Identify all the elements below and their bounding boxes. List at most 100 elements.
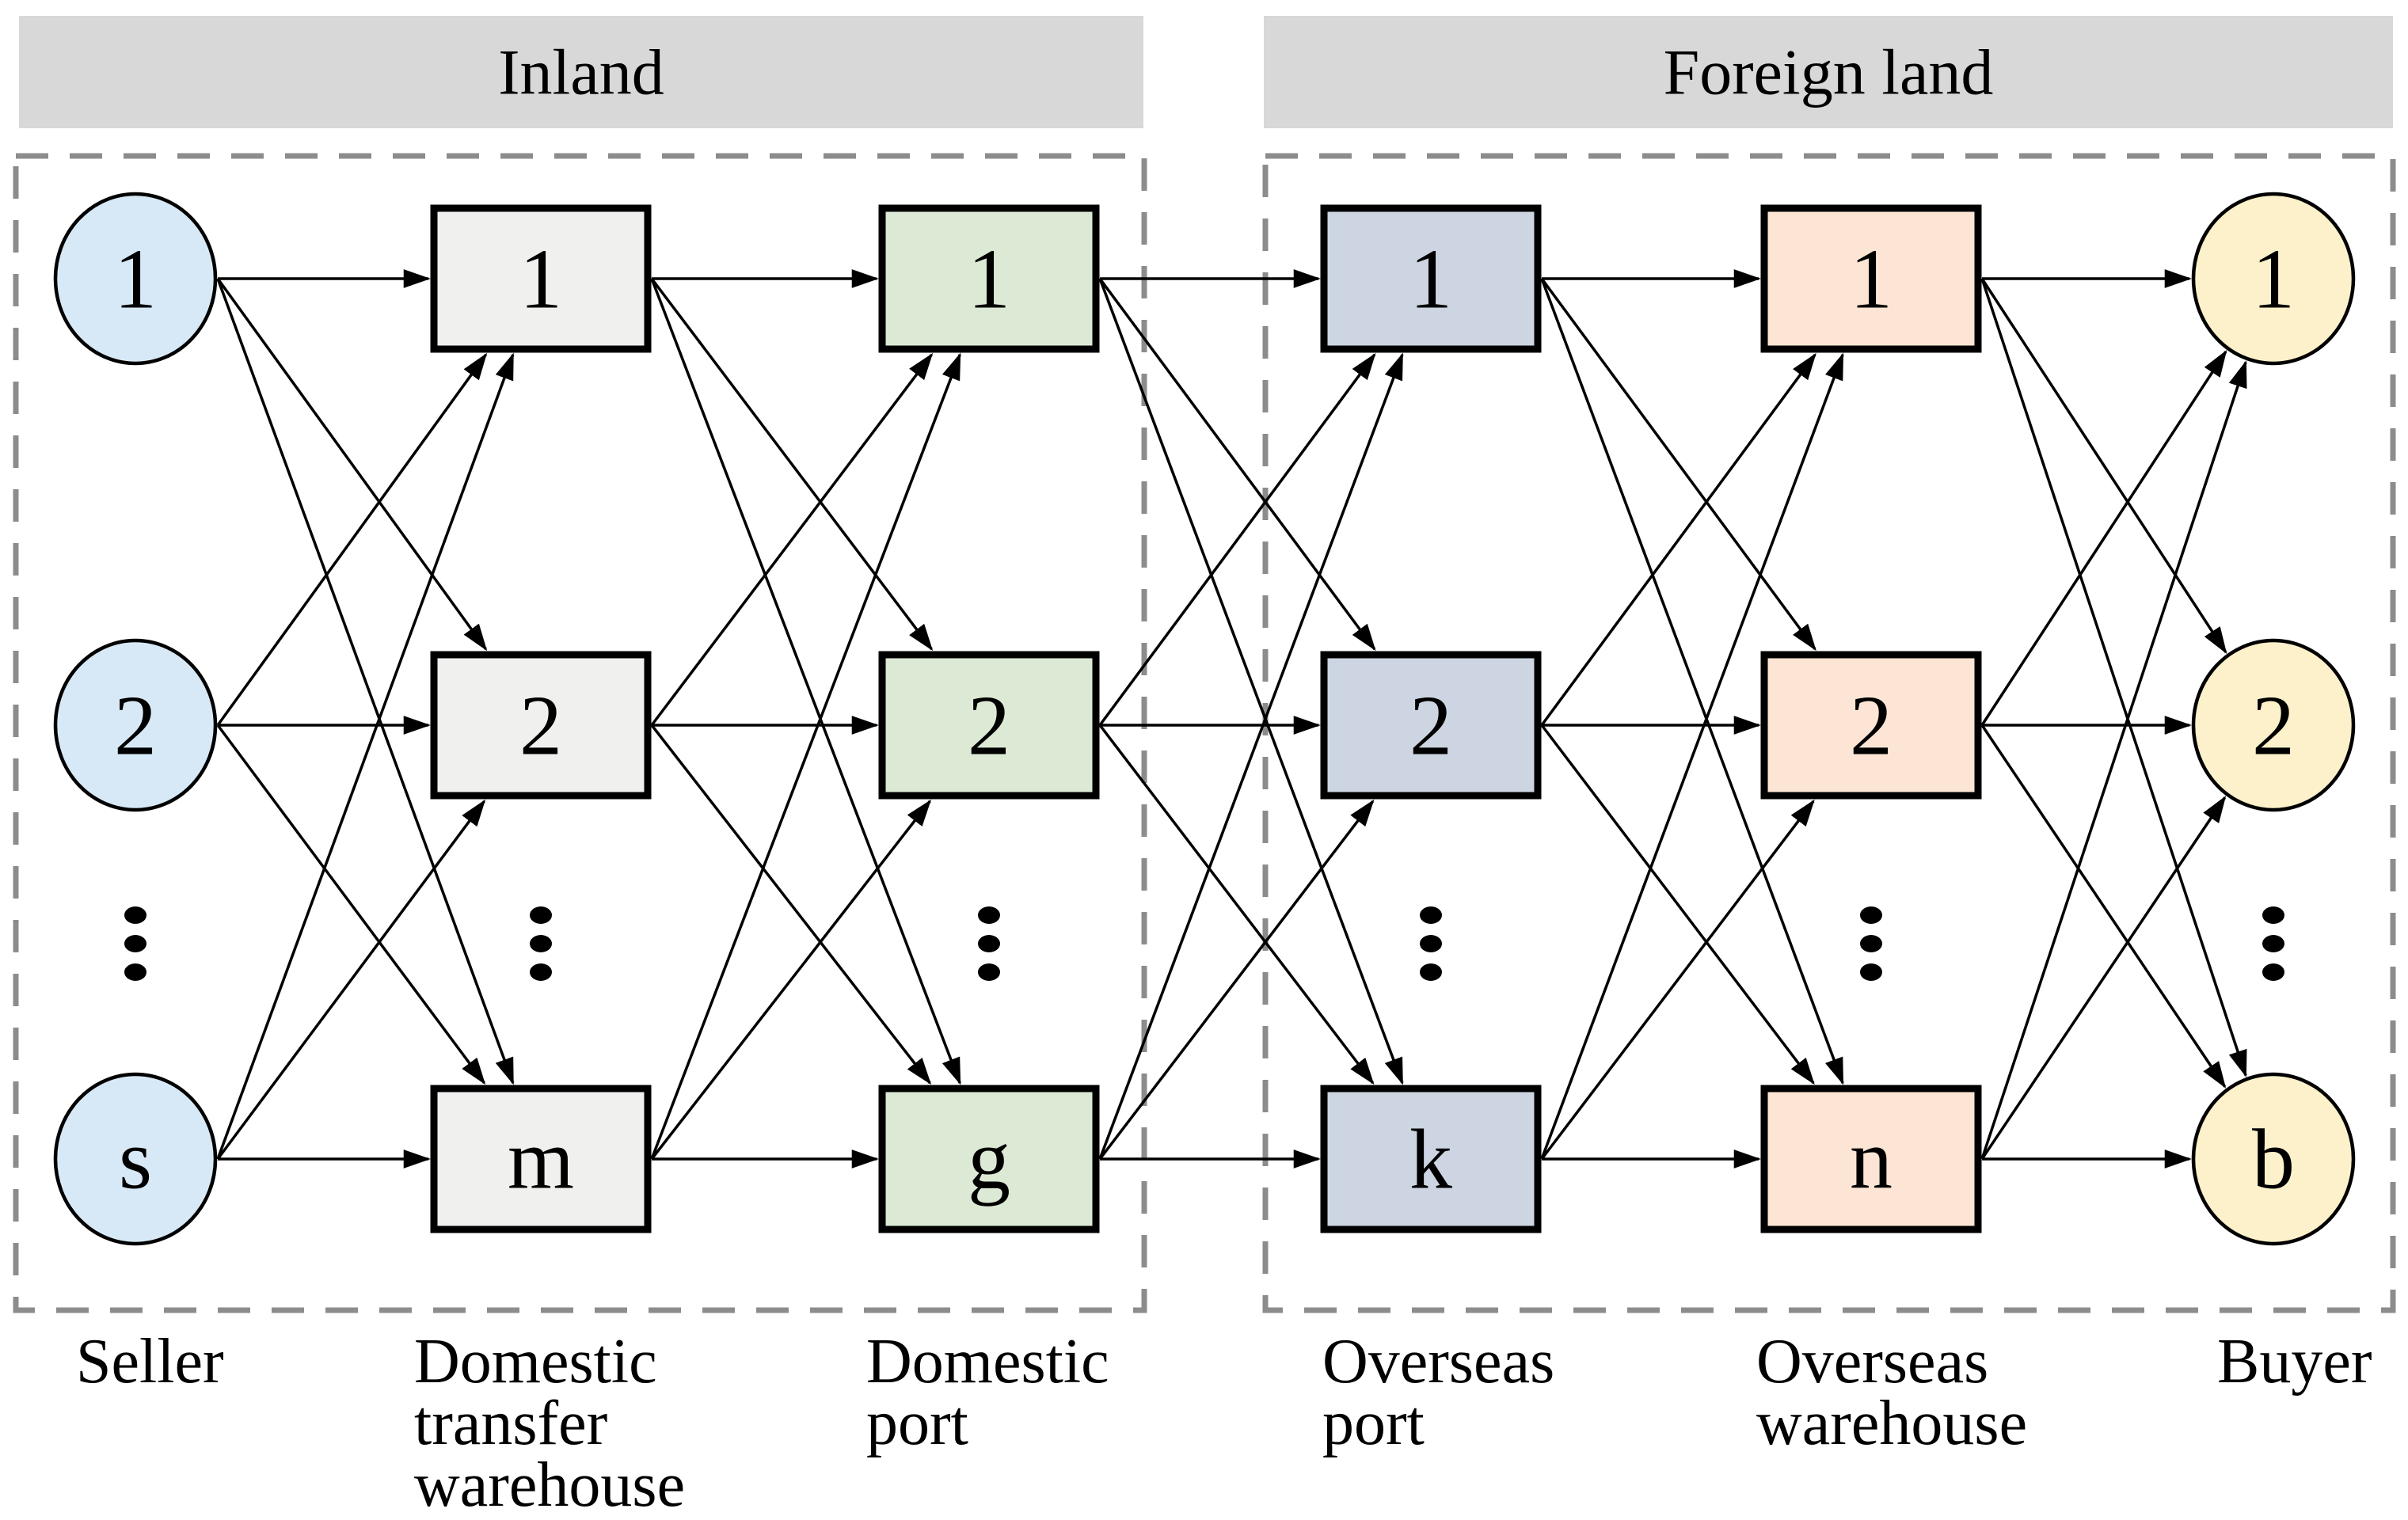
- edge-seller-s-to-domestic-transfer-warehouse-1: [216, 352, 515, 1160]
- seller-caption: Seller: [76, 1327, 224, 1396]
- overseas-warehouse-caption-line: Overseas: [1756, 1327, 1988, 1396]
- seller-node-2-label: 2: [114, 678, 157, 773]
- edge-seller-1-to-domestic-transfer-warehouse-2: [216, 277, 488, 652]
- ellipsis-dot: [2262, 935, 2284, 952]
- edge-domestic-port-g-to-overseas-port-2: [1098, 799, 1375, 1161]
- edge-overseas-port-1-to-overseas-warehouse-2: [1540, 277, 1816, 652]
- foreign-region-bar: [1264, 16, 2393, 128]
- seller-node-1: [53, 192, 218, 366]
- domestic-port-caption-line: Domestic: [866, 1327, 1109, 1396]
- domestic-port-caption-line: port: [866, 1389, 968, 1458]
- buyer-node-1-label: 1: [2252, 232, 2295, 326]
- edge-seller-2-to-domestic-transfer-warehouse-1: [216, 352, 488, 727]
- edge-domestic-port-g-to-overseas-port-1: [1098, 352, 1404, 1160]
- domestic-port-node-2: [878, 651, 1100, 800]
- overseas-warehouse-ellipsis: [1860, 906, 1882, 981]
- edge-domestic-port-1-to-overseas-port-k: [1098, 278, 1404, 1085]
- ellipsis-dot: [978, 906, 1000, 924]
- edge-overseas-warehouse-2-to-buyer-1: [1980, 349, 2227, 726]
- domestic-port-node-1-label: 1: [968, 232, 1010, 326]
- buyer-caption: Buyer: [2217, 1327, 2372, 1396]
- edge-overseas-port-1-to-overseas-warehouse-n: [1540, 278, 1844, 1085]
- buyer-ellipsis: [2262, 906, 2284, 981]
- ellipsis-dot: [978, 935, 1000, 952]
- domestic-port-node-2-label: 2: [968, 678, 1010, 773]
- ellipsis-dot: [1860, 935, 1882, 952]
- edge-domestic-transfer-warehouse-2-to-domestic-port-g: [650, 724, 932, 1085]
- seller-node-2: [53, 638, 218, 812]
- seller-node-s: [53, 1072, 218, 1246]
- overseas-warehouse-node-1: [1760, 204, 1982, 353]
- domestic-transfer-warehouse-node-2-label: 2: [519, 678, 562, 773]
- ellipsis-dot: [530, 935, 552, 952]
- inland-region-label: Inland: [498, 36, 664, 108]
- buyer-node-2-label: 2: [2252, 678, 2295, 773]
- overseas-port-node-k-label: k: [1409, 1112, 1452, 1206]
- overseas-port-node-k: [1320, 1085, 1542, 1233]
- ellipsis-dot: [1420, 935, 1442, 952]
- domestic-port-node-g-label: g: [968, 1112, 1010, 1206]
- domestic-transfer-warehouse-node-1: [430, 204, 652, 353]
- edge-overseas-warehouse-2-to-buyer-b: [1980, 724, 2227, 1089]
- domestic-transfer-warehouse-node-m-label: m: [508, 1112, 574, 1206]
- domestic-port-node-1: [878, 204, 1100, 353]
- ellipsis-dot: [2262, 906, 2284, 924]
- edge-domestic-transfer-warehouse-m-to-domestic-port-1: [650, 352, 961, 1160]
- overseas-port-node-2: [1320, 651, 1542, 800]
- domestic-port-ellipsis: [978, 906, 1000, 981]
- domestic-transfer-warehouse-caption-line: transfer: [414, 1389, 607, 1458]
- edge-overseas-port-2-to-overseas-warehouse-1: [1540, 352, 1816, 727]
- edge-domestic-transfer-warehouse-2-to-domestic-port-1: [650, 352, 934, 727]
- edge-overseas-warehouse-n-to-buyer-1: [1980, 360, 2247, 1160]
- overseas-warehouse-node-2-label: 2: [1850, 678, 1893, 773]
- overseas-port-node-1-label: 1: [1409, 232, 1452, 326]
- ellipsis-dot: [1860, 963, 1882, 981]
- overseas-warehouse-node-n-label: n: [1850, 1112, 1893, 1206]
- domestic-transfer-warehouse-node-m: [430, 1085, 652, 1233]
- seller-node-s-label: s: [119, 1112, 152, 1206]
- edge-domestic-transfer-warehouse-1-to-domestic-port-g: [650, 278, 961, 1085]
- edge-overseas-warehouse-1-to-buyer-2: [1980, 278, 2227, 655]
- overseas-port-caption-line: Overseas: [1322, 1327, 1554, 1396]
- edge-overseas-port-2-to-overseas-warehouse-n: [1540, 724, 1815, 1085]
- overseas-port-node-1: [1320, 204, 1542, 353]
- domestic-transfer-warehouse-node-1-label: 1: [519, 232, 562, 326]
- ellipsis-dot: [1420, 963, 1442, 981]
- overseas-port-ellipsis: [1420, 906, 1442, 981]
- seller-node-1-label: 1: [114, 232, 157, 326]
- edge-seller-1-to-domestic-transfer-warehouse-m: [216, 278, 515, 1085]
- edge-domestic-port-1-to-overseas-port-2: [1098, 277, 1376, 652]
- domestic-transfer-warehouse-caption-line: Domestic: [414, 1327, 657, 1396]
- ellipsis-dot: [1860, 906, 1882, 924]
- ellipsis-dot: [124, 963, 146, 981]
- edge-domestic-port-2-to-overseas-port-1: [1098, 352, 1376, 727]
- overseas-port-node-2-label: 2: [1409, 678, 1452, 773]
- domestic-transfer-warehouse-ellipsis: [530, 906, 552, 981]
- overseas-port-caption-line: port: [1322, 1389, 1425, 1458]
- edge-domestic-port-2-to-overseas-port-k: [1098, 724, 1375, 1085]
- ellipsis-dot: [530, 963, 552, 981]
- domestic-transfer-warehouse-node-2: [430, 651, 652, 800]
- inland-dashed-box: [13, 153, 1147, 1313]
- ellipsis-dot: [978, 963, 1000, 981]
- buyer-node-b: [2191, 1072, 2356, 1246]
- edge-overseas-port-k-to-overseas-warehouse-2: [1540, 799, 1815, 1161]
- buyer-node-1: [2191, 192, 2356, 366]
- inland-region-bar: [19, 16, 1143, 128]
- buyer-node-2: [2191, 638, 2356, 812]
- foreign-dashed-box: [1262, 153, 2396, 1313]
- seller-caption-line: Seller: [76, 1327, 224, 1396]
- edge-seller-2-to-domestic-transfer-warehouse-m: [216, 724, 486, 1085]
- buyer-caption-line: Buyer: [2217, 1327, 2372, 1396]
- ellipsis-dot: [1420, 906, 1442, 924]
- ellipsis-dot: [124, 935, 146, 952]
- buyer-node-b-label: b: [2252, 1112, 2295, 1206]
- edge-domestic-transfer-warehouse-m-to-domestic-port-2: [650, 799, 932, 1161]
- ellipsis-dot: [124, 906, 146, 924]
